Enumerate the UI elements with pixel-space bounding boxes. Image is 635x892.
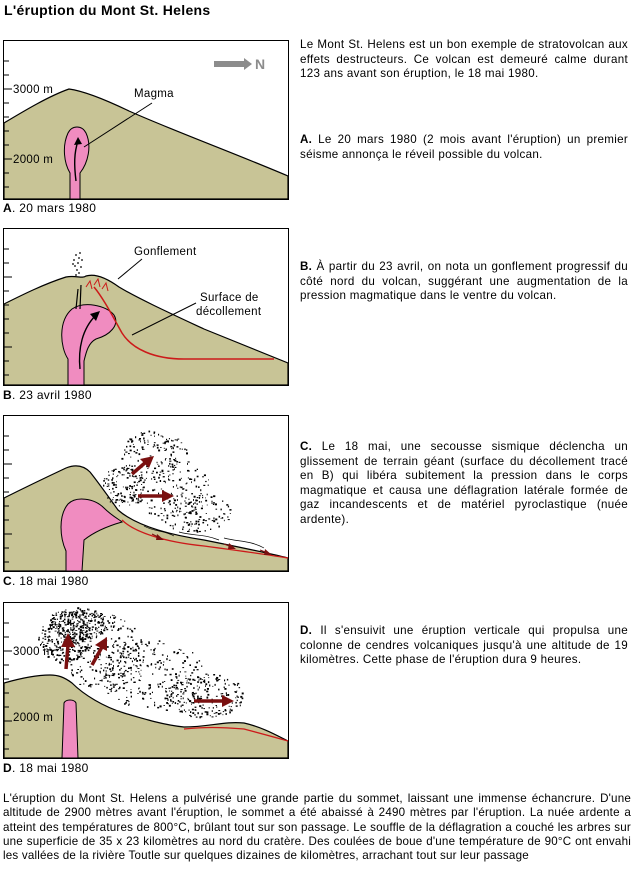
paragraph-d-text: Il s'ensuivit une éruption verticale qui… xyxy=(300,624,628,667)
pyroclastic-arrowhead-2 xyxy=(228,543,236,549)
elevation-ticks xyxy=(4,622,12,750)
surface-pointer-line xyxy=(131,302,197,336)
panel-d-date: . 18 mai 1980 xyxy=(11,761,89,775)
magma-conduit xyxy=(61,699,79,758)
magma-pointer-line xyxy=(83,102,153,148)
bulge-label: Gonflement xyxy=(134,246,197,258)
column-arrows xyxy=(61,633,234,707)
paragraph-c-text: Le 18 mai, une secousse sismique déclenc… xyxy=(300,440,628,526)
landslide-deposit xyxy=(183,726,288,742)
panel-b-diagram: Gonflement Surface de décollement xyxy=(3,228,289,386)
magma-chamber xyxy=(61,304,117,385)
column-arrow-right-icon xyxy=(90,646,104,666)
paragraph-a: A. Le 20 mars 1980 (2 mois avant l'érupt… xyxy=(300,133,628,162)
paragraph-a-letter: A. xyxy=(300,133,313,146)
paragraph-a-text: Le 20 mars 1980 (2 mois avant l'éruption… xyxy=(300,133,628,161)
panel-d-letter: D xyxy=(3,761,12,775)
paragraph-c-letter: C. xyxy=(300,440,313,453)
panel-a-letter: A xyxy=(3,201,12,215)
panel-d-caption: D. 18 mai 1980 xyxy=(3,761,89,775)
elevation-3000-label: 3000 m xyxy=(13,646,53,658)
panel-a-diagram: 3000 m 2000 m Magma N xyxy=(3,40,289,200)
landslide-debris xyxy=(143,525,265,549)
elevation-2000-label: 2000 m xyxy=(13,154,53,166)
blast-arrow-up-head xyxy=(140,456,154,468)
blast-arrow-right-head xyxy=(162,490,174,502)
paragraph-d-letter: D. xyxy=(300,624,313,637)
bulge-cracks xyxy=(85,277,109,292)
panel-c-diagram xyxy=(3,415,289,572)
panel-a-caption: A. 20 mars 1980 xyxy=(3,201,96,215)
pyroclastic-arrowhead-3 xyxy=(264,549,272,555)
elevation-3000-label: 3000 m xyxy=(13,84,53,96)
north-compass: N xyxy=(214,56,265,72)
elevation-ticks xyxy=(4,248,12,376)
paragraph-d: D. Il s'ensuivit une éruption verticale … xyxy=(300,624,628,668)
paragraph-c: C. Le 18 mai, une secousse sismique décl… xyxy=(300,440,628,528)
panel-c-svg xyxy=(4,430,288,571)
summary-paragraph: L'éruption du Mont St. Helens a pulvéris… xyxy=(3,792,631,863)
north-arrow-icon xyxy=(214,58,252,70)
mountain-profile xyxy=(4,88,288,199)
paragraph-b: B. À partir du 23 avril, on nota un gonf… xyxy=(300,260,628,304)
magma-chamber xyxy=(63,126,90,199)
pyroclastic-arrowhead-1 xyxy=(156,534,164,540)
mountain-profile xyxy=(4,465,288,571)
column-arrow-right-head xyxy=(95,637,107,651)
surface-label-line1: Surface de xyxy=(200,292,259,304)
lateral-arrow-head xyxy=(222,695,234,707)
panel-b-letter: B xyxy=(3,388,12,402)
elevation-ticks xyxy=(4,60,12,188)
panel-b-caption: B. 23 avril 1980 xyxy=(3,388,92,402)
panel-c-letter: C xyxy=(3,574,12,588)
blast-arrow-up-icon xyxy=(130,460,148,476)
magma-rise-arrow xyxy=(78,314,97,370)
elevation-ticks xyxy=(4,435,12,563)
summit-vent xyxy=(75,284,82,310)
north-label: N xyxy=(255,56,265,72)
panel-b-svg: Gonflement Surface de décollement xyxy=(4,246,288,385)
eruption-column xyxy=(38,607,244,719)
magma-chamber xyxy=(60,498,123,571)
panel-a-date: . 20 mars 1980 xyxy=(11,201,97,215)
panel-a-svg: 3000 m 2000 m Magma N xyxy=(4,56,288,199)
steam-plume xyxy=(72,252,83,276)
magma-rise-arrowhead xyxy=(90,311,100,321)
magma-label: Magma xyxy=(134,88,174,100)
page-title: L'éruption du Mont St. Helens xyxy=(4,2,211,18)
blast-arrows xyxy=(130,456,272,555)
panel-b-date: . 23 avril 1980 xyxy=(11,388,92,402)
surface-label-line2: décollement xyxy=(196,306,262,318)
paragraph-b-letter: B. xyxy=(300,260,313,273)
column-arrow-left-head xyxy=(61,633,75,647)
panel-c-date: . 18 mai 1980 xyxy=(11,574,89,588)
panel-d-svg: 3000 m 2000 m xyxy=(4,607,288,758)
paragraph-b-text: À partir du 23 avril, on nota un gonflem… xyxy=(300,260,628,303)
bulge-pointer-line xyxy=(117,258,143,280)
slip-surface xyxy=(93,286,274,360)
column-arrow-left-icon xyxy=(64,644,70,670)
panel-c-caption: C. 18 mai 1980 xyxy=(3,574,89,588)
magma-rise-arrowhead xyxy=(74,137,82,145)
intro-paragraph: Le Mont St. Helens est un bon exemple de… xyxy=(300,38,628,81)
panel-d-diagram: 3000 m 2000 m xyxy=(3,602,289,759)
elevation-2000-label: 2000 m xyxy=(13,712,53,724)
